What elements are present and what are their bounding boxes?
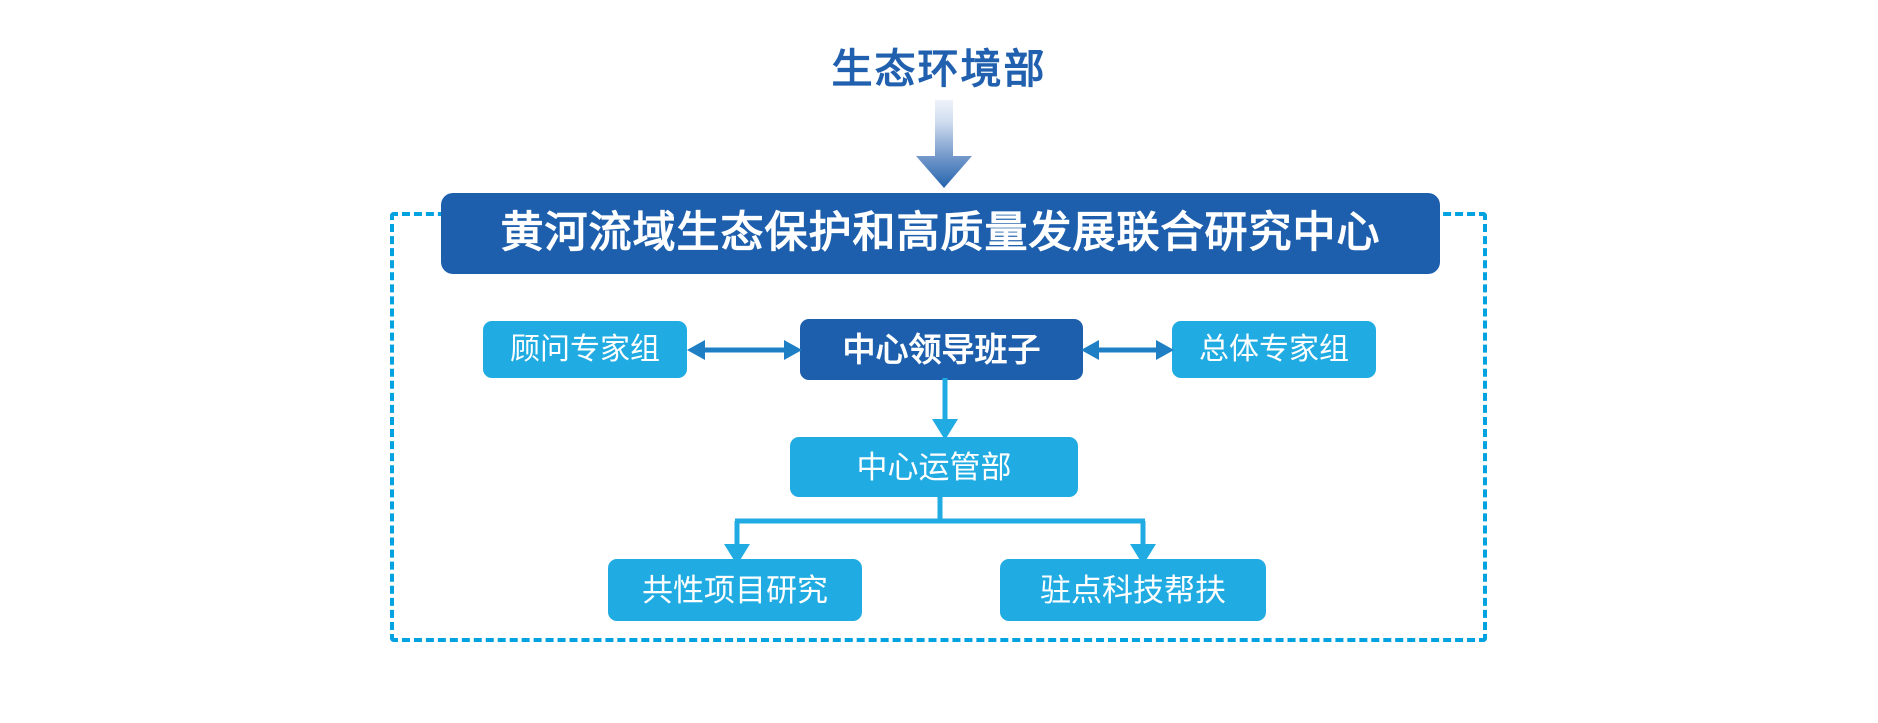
node-center-operations[interactable]: 中心运管部 xyxy=(790,437,1078,497)
connector-operations-children-icon xyxy=(700,495,1180,565)
node-joint-research-center[interactable]: 黄河流域生态保护和高质量发展联合研究中心 xyxy=(441,193,1440,274)
ministry-to-center-arrow-icon xyxy=(916,100,972,188)
node-common-project-research[interactable]: 共性项目研究 xyxy=(608,559,862,621)
node-center-leadership[interactable]: 中心领导班子 xyxy=(800,319,1083,380)
connector-leadership-general-icon xyxy=(1081,330,1174,370)
ministry-title: 生态环境部 xyxy=(831,46,1047,92)
node-general-expert-group[interactable]: 总体专家组 xyxy=(1172,321,1376,378)
node-stationed-tech-support[interactable]: 驻点科技帮扶 xyxy=(1000,559,1266,621)
connector-advisory-leadership-icon xyxy=(687,330,802,370)
node-advisory-expert-group[interactable]: 顾问专家组 xyxy=(483,321,687,378)
connector-leadership-operations-icon xyxy=(915,378,975,440)
